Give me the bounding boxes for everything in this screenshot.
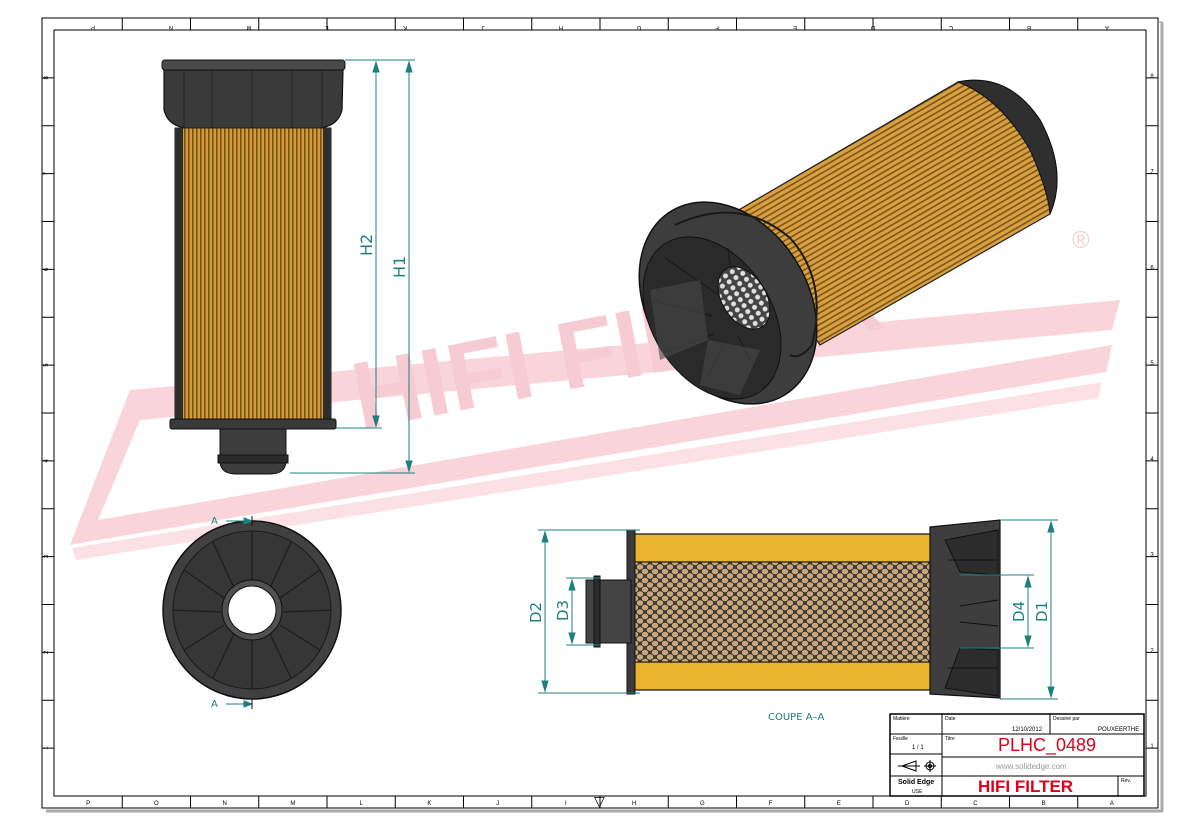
- border-zone-ticks: [42, 18, 1158, 808]
- title-block: [889, 713, 1145, 797]
- part-number: PLHC_0489: [998, 735, 1096, 756]
- isometric-view: [638, 79, 1058, 405]
- border-zone-label: E: [793, 24, 797, 30]
- border-zone-label: 6: [44, 267, 50, 271]
- border-zone-label: L: [359, 801, 363, 807]
- border-zone-label: 7: [1150, 170, 1154, 176]
- feuille-value: 1 / 1: [912, 745, 924, 751]
- border-zone-label: 1: [1150, 744, 1154, 750]
- border-zone-label: 7: [44, 171, 50, 175]
- border-zone-label: 4: [1150, 457, 1154, 463]
- height-dimensions: [290, 59, 415, 474]
- border-zone-label: I: [565, 801, 567, 807]
- end-view: [162, 520, 342, 700]
- border-zone-label: G: [700, 801, 705, 807]
- border-zone-label: K: [427, 801, 431, 807]
- matiere-label: Matière: [893, 716, 910, 722]
- border-zone-label: C: [973, 801, 978, 807]
- border-zone-label: P: [91, 24, 95, 30]
- dimension-d1-label: D1: [1033, 601, 1051, 622]
- border-zone-label: B: [1042, 801, 1046, 807]
- border-zone-label: 6: [1150, 265, 1154, 271]
- feuille-label: Feuille: [893, 736, 908, 742]
- border-zone-label: 5: [44, 363, 50, 367]
- border-zone-label: 4: [44, 459, 50, 463]
- border-left-numbers: 8 7 6 5 4 3 2 1: [44, 76, 50, 750]
- section-view-label: COUPE A–A: [768, 712, 825, 723]
- units-text: USE: [912, 789, 923, 795]
- dessine-label: Dessiné par: [1053, 716, 1080, 722]
- border-zone-label: 1: [44, 746, 50, 750]
- dimension-d4-label: D4: [1010, 601, 1028, 622]
- author-value: POUXEERTHE: [1098, 727, 1139, 733]
- border-zone-label: 5: [1150, 361, 1154, 367]
- border-zone-label: A: [1110, 801, 1114, 807]
- date-label: Date: [945, 716, 956, 722]
- border-zone-label: J: [482, 24, 485, 30]
- watermark-registered-mark: ®: [1072, 227, 1090, 254]
- border-zone-label: M: [290, 801, 295, 807]
- date-value: 12/10/2012: [1012, 727, 1043, 733]
- border-zone-label: 3: [44, 554, 50, 558]
- section-dimensions: [538, 519, 1058, 700]
- dimension-d3-label: D3: [554, 600, 572, 621]
- border-zone-label: H: [632, 801, 636, 807]
- border-zone-label: K: [403, 24, 407, 30]
- border-zone-label: M: [247, 24, 252, 30]
- border-zone-label: N: [222, 801, 226, 807]
- border-zone-label: B: [1027, 24, 1031, 30]
- border-zone-label: D: [905, 801, 910, 807]
- border-zone-label: N: [169, 24, 173, 30]
- projection-symbol-icon: [898, 760, 936, 772]
- company-name: HIFI FILTER: [978, 777, 1073, 796]
- dimension-h1-label: H1: [390, 256, 409, 278]
- border-zone-label: P: [86, 801, 90, 807]
- border-zone-label: 8: [1150, 74, 1154, 80]
- section-cut-markers: [226, 516, 254, 709]
- border-zone-label: E: [837, 801, 841, 807]
- border-zone-label: F: [715, 24, 719, 30]
- border-zone-label: G: [636, 24, 641, 30]
- titre-label: Titre: [945, 736, 955, 742]
- border-zone-label: J: [496, 801, 499, 807]
- dimension-h2-label: H2: [357, 234, 376, 256]
- border-zone-label: 3: [1150, 553, 1154, 559]
- border-zone-label: A: [1105, 24, 1109, 30]
- section-mark-bottom: A: [211, 699, 218, 710]
- website-text: www.solidedge.com: [995, 762, 1067, 771]
- border-zone-label: L: [325, 24, 329, 30]
- border-zone-label: O: [154, 801, 159, 807]
- front-view: [161, 59, 346, 475]
- bottom-center-arrow-icon: ▽: [594, 793, 605, 809]
- border-zone-label: H: [559, 24, 563, 30]
- dimension-d2-label: D2: [527, 602, 545, 623]
- border-zone-label: 8: [44, 76, 50, 80]
- border-right-numbers: 8 7 6 5 4 3 2 1: [1150, 74, 1154, 750]
- border-zone-label: 2: [1150, 648, 1154, 654]
- section-mark-top: A: [211, 516, 218, 527]
- border-zone-label: 2: [44, 650, 50, 654]
- software-name: Solid Edge: [898, 779, 934, 786]
- border-zone-label: D: [870, 24, 875, 30]
- border-zone-label: F: [769, 801, 773, 807]
- section-view: [585, 519, 1001, 699]
- border-zone-label: C: [948, 24, 953, 30]
- rev-label: Rév.: [1121, 778, 1131, 784]
